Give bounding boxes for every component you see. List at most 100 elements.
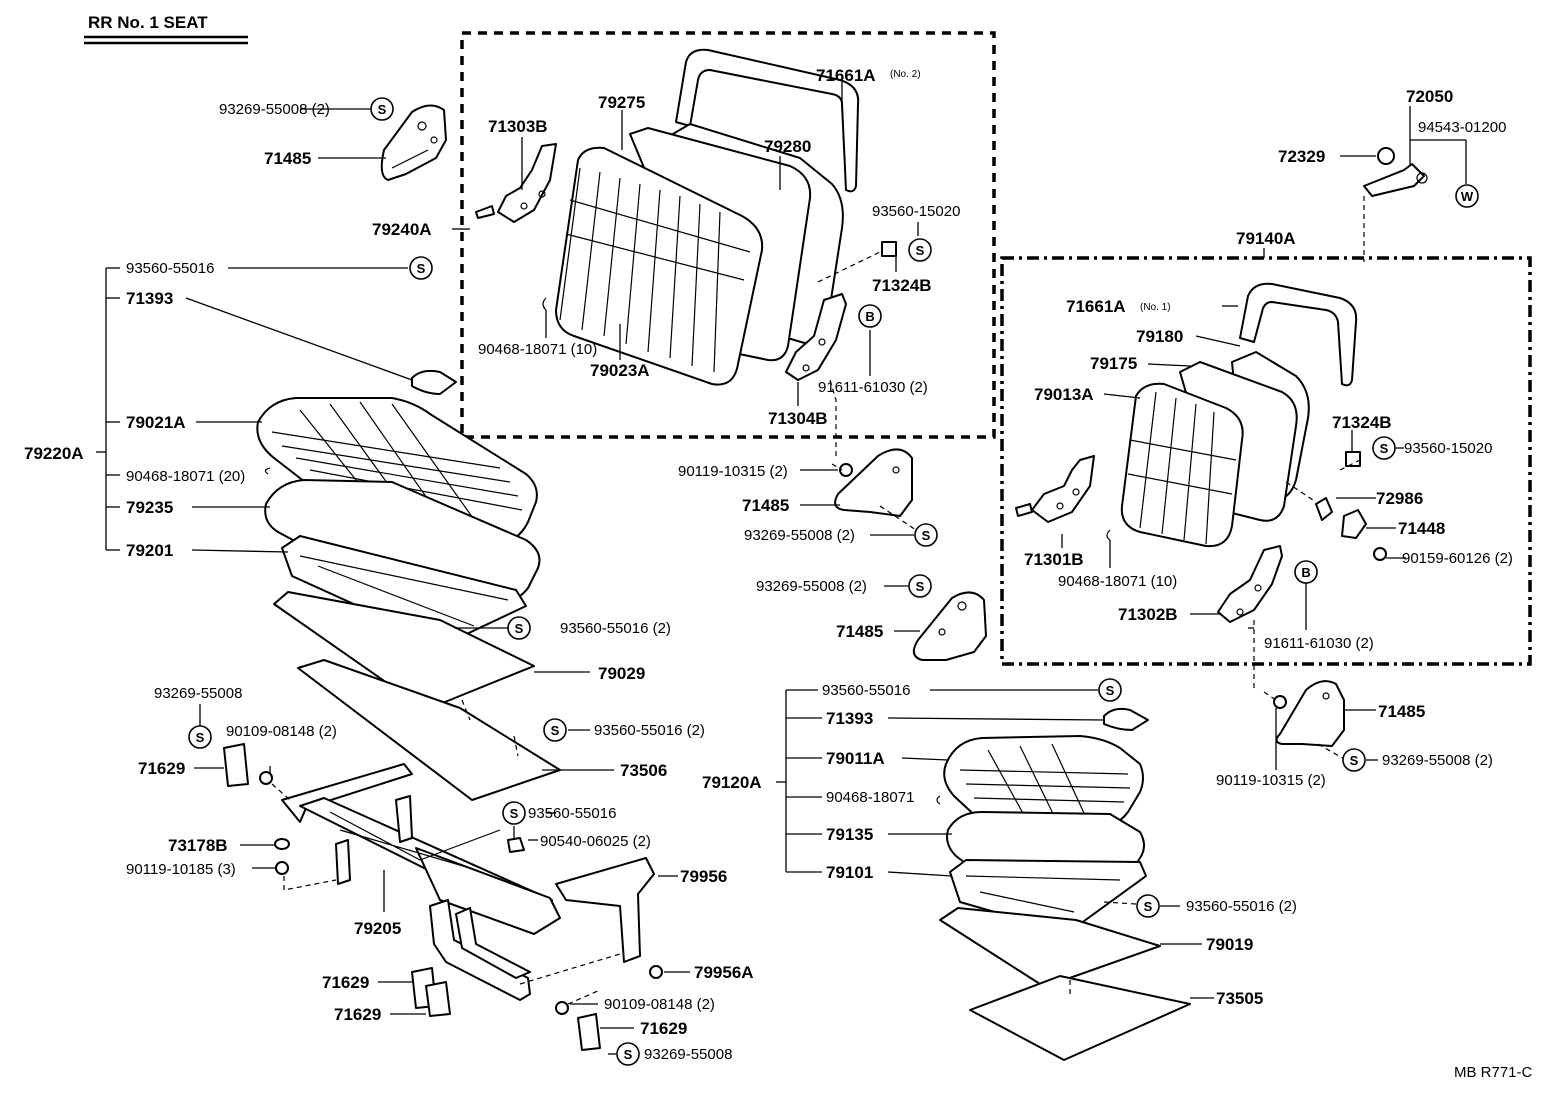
label-71301B: 71301B [1024,550,1084,569]
label-72050: 72050 [1406,87,1453,106]
label-90119-10315-middle: 90119-10315 (2) [678,463,788,480]
seatback-cover-79023A [555,146,764,386]
label-79180: 79180 [1136,327,1183,346]
seat-board-79019 [939,907,1161,985]
circle-b-marker: B [1294,560,1318,584]
label-73506: 73506 [620,761,667,780]
hinge-71301B [1031,455,1095,523]
bracket-71485-top-left [380,104,447,181]
label-90119-10185: 90119-10185 (3) [126,861,236,878]
bracket-79956 [555,857,655,963]
label-71485-right: 71485 [1378,702,1425,721]
label-79205: 79205 [354,919,401,938]
label-93269-55008-left: 93269-55008 [154,685,242,702]
svg-text:S: S [624,1047,633,1062]
seat-cushion-assembly-left [256,369,561,801]
bolt-90109-08148-left [259,771,273,785]
label-72329: 72329 [1278,147,1325,166]
bracket-71485-middle-lower [912,591,987,661]
circle-s-marker: S [908,238,932,262]
circle-s-marker: S [914,523,938,547]
footer-code: MB R771-C [1454,1064,1533,1081]
label-71661A-no1: 71661A [1066,297,1126,316]
hog-ring-left [264,467,271,475]
hog-ring-cushion-right [936,795,941,805]
hinge-71304B [785,293,847,381]
svg-text:S: S [417,261,426,276]
leader-lines [96,82,1467,1055]
label-79019: 79019 [1206,935,1253,954]
svg-text:S: S [1144,899,1153,914]
label-79101: 79101 [826,863,873,882]
label-71303B: 71303B [488,117,548,136]
circle-s-marker: S [502,801,526,825]
part-labels: 71661A (No. 2) 79275 79280 71303B 79240A… [24,66,1533,1081]
hog-ring-right [1106,529,1111,541]
label-79140A: 79140A [1236,229,1296,248]
clip-71324B-upper [881,241,897,257]
circle-s-marker: S [543,718,567,742]
label-93269-55008-right: 93269-55008 (2) [1382,752,1493,769]
clip-71324B-right [1345,451,1361,467]
svg-text:S: S [1106,683,1115,698]
bolt-90109-08148-right [555,1001,569,1015]
svg-text:S: S [551,723,560,738]
hog-ring-upper [542,297,547,311]
svg-text:S: S [922,528,931,543]
bolt-90119-10315-right [1273,695,1287,709]
label-93560-55016-2-left-b: 93560-55016 (2) [594,722,705,739]
svg-text:S: S [515,621,524,636]
label-71324B-right: 71324B [1332,413,1392,432]
clip-71393-right [1103,707,1149,731]
svg-text:W: W [1461,189,1474,204]
label-90540-06025: 90540-06025 (2) [540,833,651,850]
label-90468-18071-20: 90468-18071 (20) [126,468,245,485]
circle-b-marker: B [858,304,882,328]
nut-72329 [1377,147,1395,165]
label-93560-15020-right: 93560-15020 [1404,440,1492,457]
clip-90540-06025 [507,837,525,853]
label-79275: 79275 [598,93,645,112]
label-93560-55016-right: 93560-55016 [822,682,910,699]
svg-text:S: S [1350,753,1359,768]
label-71304B: 71304B [768,409,828,428]
label-79023A: 79023A [590,361,650,380]
label-79021A: 79021A [126,413,186,432]
label-93560-55016-2-left-a: 93560-55016 (2) [560,620,671,637]
svg-text:S: S [378,102,387,117]
label-73505: 73505 [1216,989,1263,1008]
label-79240A: 79240A [372,220,432,239]
seatback-group-box-79140A [1000,256,1532,666]
circle-s-marker: S [1342,748,1366,772]
circle-s-marker: S [908,574,932,598]
label-94543-01200: 94543-01200 [1418,119,1506,136]
seat-cover-73505 [969,975,1191,1061]
label-79956A: 79956A [694,963,754,982]
seatback-assembly-right [1015,282,1387,690]
pad-71629-upper-left [223,743,249,787]
title-text: RR No. 1 SEAT [88,13,208,32]
label-79120A: 79120A [702,773,762,792]
svg-text:S: S [196,730,205,745]
label-71485-middle-lower: 71485 [836,622,883,641]
label-72986: 72986 [1376,489,1423,508]
label-79175: 79175 [1090,354,1137,373]
seat-rail-frame-79205 [223,743,663,1051]
label-93560-55016-2-right: 93560-55016 (2) [1186,898,1297,915]
label-79956: 79956 [680,867,727,886]
label-90159-60126: 90159-60126 (2) [1402,550,1513,567]
label-91611-61030-right: 91611-61030 (2) [1264,635,1374,652]
seat-frame-79201 [281,535,527,641]
svg-text:B: B [865,309,874,324]
label-73178B: 73178B [168,836,228,855]
circle-s-marker: S [1136,894,1160,918]
label-71629-left-a: 71629 [138,759,185,778]
label-71629-left-c: 71629 [334,1005,381,1024]
label-79135: 79135 [826,825,873,844]
label-79013A: 79013A [1034,385,1094,404]
label-71393-left: 71393 [126,289,173,308]
bolt-90119-10185 [275,861,289,875]
seatback-group-box-79240A [460,31,996,439]
latch-72050 [1363,147,1428,262]
